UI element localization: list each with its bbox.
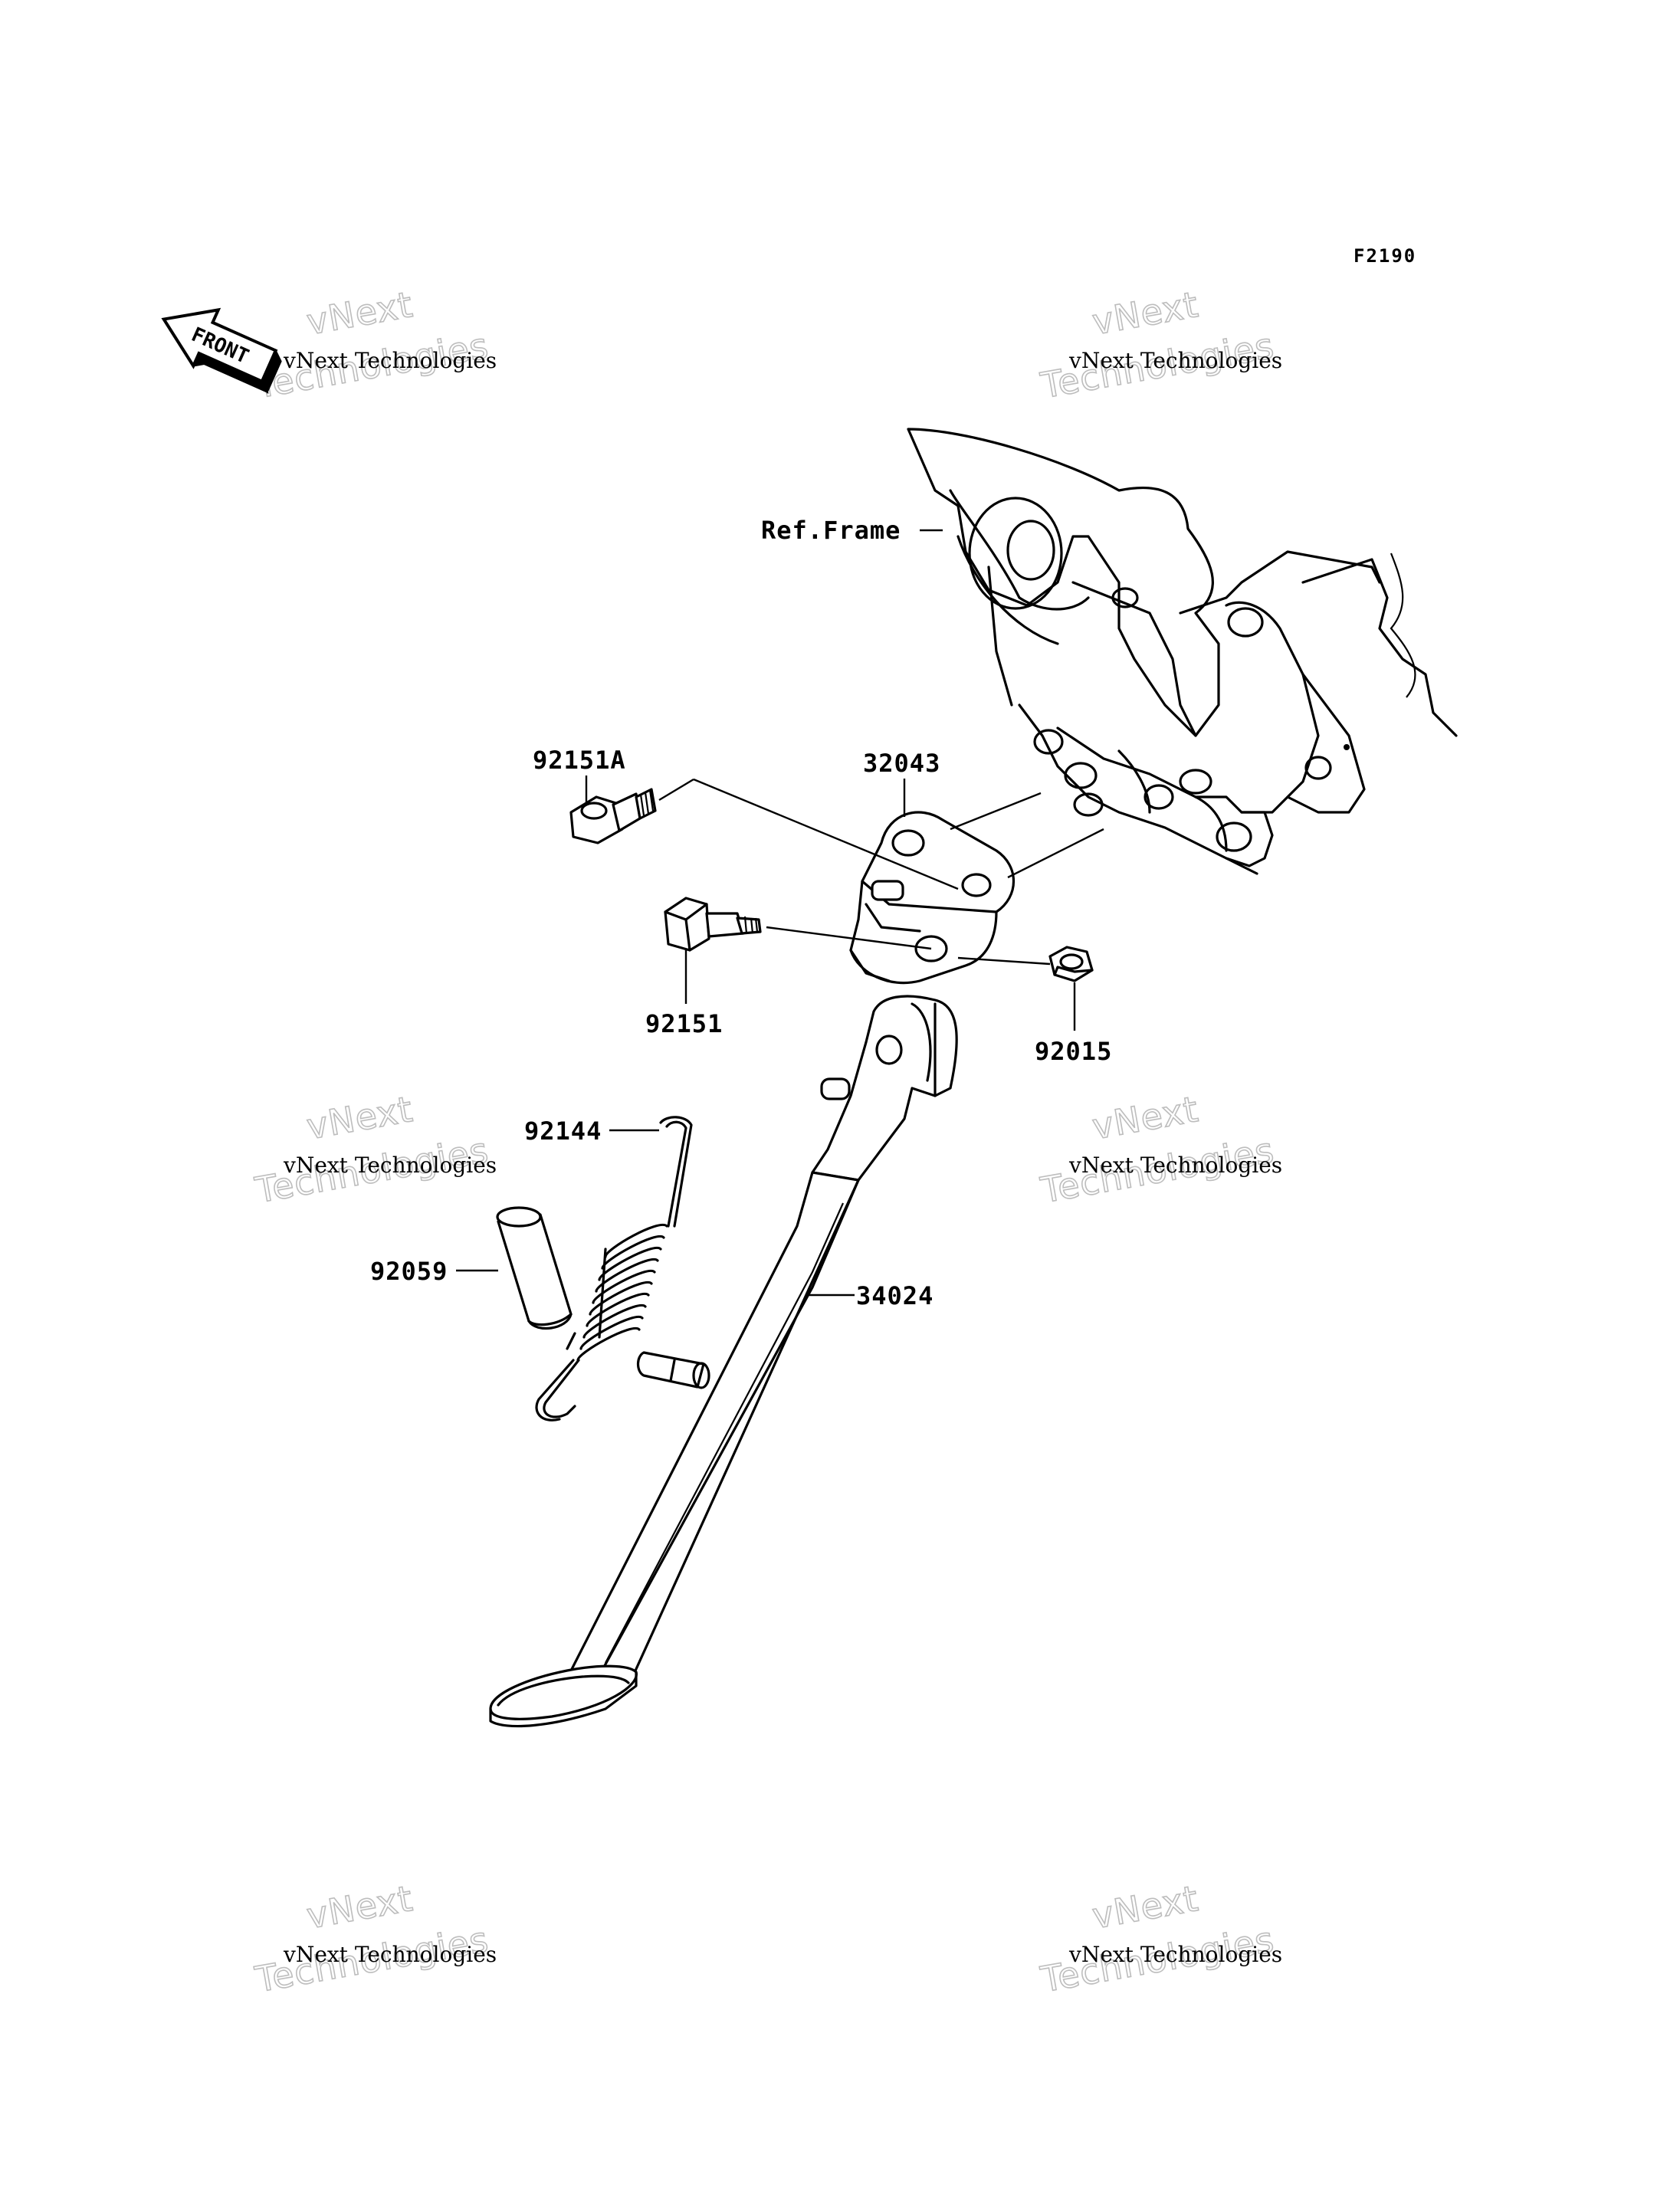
watermark-mid-right: vNext Technologies vNext Technologies <box>1037 1087 1282 1212</box>
front-arrow-icon: FRONT <box>161 307 282 395</box>
svg-text:vNext: vNext <box>304 1088 416 1147</box>
part-label-92151A: 92151A <box>533 746 626 775</box>
part-label-34024: 34024 <box>856 1281 934 1310</box>
svg-text:vNext Technologies: vNext Technologies <box>283 348 497 373</box>
part-label-92144: 92144 <box>524 1117 602 1146</box>
ref-frame-label: Ref.Frame <box>761 516 901 545</box>
bracket-32043 <box>849 811 1015 985</box>
flange-bolt-92151A <box>569 788 657 844</box>
svg-text:vNext Technologies: vNext Technologies <box>1068 1942 1282 1967</box>
svg-text:vNext: vNext <box>1089 1877 1202 1936</box>
ref-frame <box>907 428 1458 875</box>
watermark-bottom-left: vNext Technologies vNext Technologies <box>251 1877 497 2001</box>
leader-lines <box>456 529 1104 1297</box>
svg-text:vNext Technologies: vNext Technologies <box>283 1942 497 1967</box>
collar-92059 <box>496 1206 573 1330</box>
svg-text:vNext: vNext <box>304 1877 416 1936</box>
watermark-bottom-right: vNext Technologies vNext Technologies <box>1037 1877 1282 2001</box>
svg-text:vNext: vNext <box>304 284 416 343</box>
part-label-32043: 32043 <box>863 749 940 778</box>
svg-text:vNext Technologies: vNext Technologies <box>283 1153 497 1178</box>
part-label-92015: 92015 <box>1035 1037 1112 1066</box>
part-label-92151: 92151 <box>645 1009 723 1038</box>
svg-text:vNext: vNext <box>1089 1088 1202 1147</box>
svg-text:vNext Technologies: vNext Technologies <box>1068 1153 1282 1178</box>
watermark-mid-left: vNext Technologies vNext Technologies <box>251 1087 497 1212</box>
nut-92015 <box>1048 946 1094 982</box>
svg-text:vNext Technologies: vNext Technologies <box>1068 348 1282 373</box>
watermark-top-left: vNext Technologies vNext Technologies <box>251 283 497 407</box>
svg-text:vNext: vNext <box>1089 284 1202 343</box>
spring-92144 <box>535 1116 693 1421</box>
part-label-92059: 92059 <box>370 1257 448 1286</box>
pin <box>636 1351 710 1389</box>
side-stand-34024 <box>489 995 958 1728</box>
pivot-bolt-92151 <box>664 897 762 952</box>
diagram-code: F2190 <box>1354 245 1416 267</box>
watermark-top-right: vNext Technologies vNext Technologies <box>1037 283 1282 407</box>
